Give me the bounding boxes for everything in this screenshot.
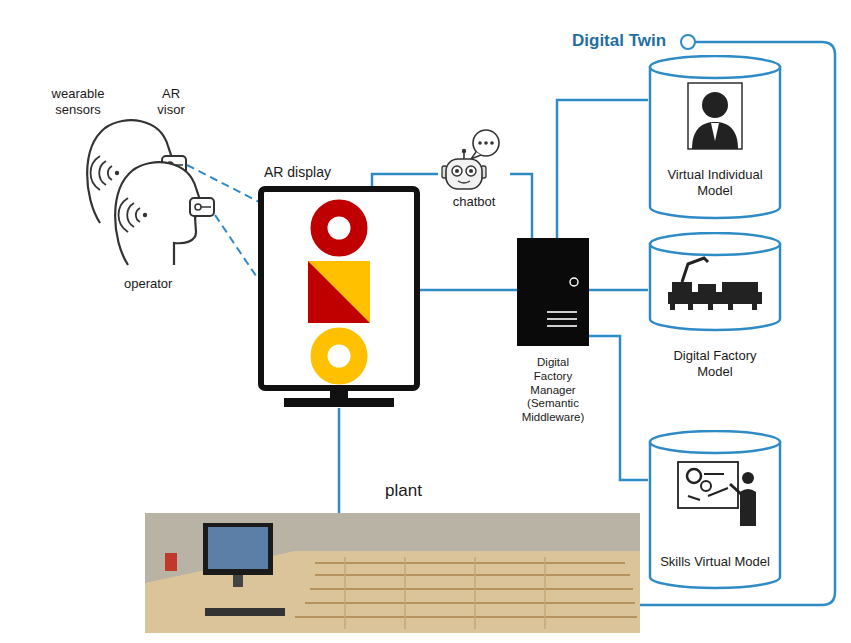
wearable-sensor-waves bbox=[91, 156, 112, 190]
ar-display: AR display bbox=[258, 186, 420, 408]
visor-line bbox=[201, 206, 211, 208]
visor-lens bbox=[195, 204, 201, 210]
teacher-body bbox=[740, 489, 756, 526]
connector-line bbox=[420, 289, 517, 292]
yellow-ring bbox=[319, 336, 359, 376]
connector-line bbox=[589, 336, 648, 480]
photo-wall bbox=[145, 513, 640, 633]
server: Digital Factory Manager (Semantic Middle… bbox=[517, 238, 589, 346]
server-shape bbox=[517, 238, 589, 346]
twin-bracket bbox=[640, 42, 835, 605]
database-cylinder: Skills Virtual Model bbox=[648, 430, 782, 590]
node-label: AR display bbox=[264, 164, 331, 181]
display-neck bbox=[330, 391, 348, 398]
operator-head bbox=[115, 162, 214, 265]
bubble-tail bbox=[471, 152, 481, 159]
database-cylinder-shape bbox=[648, 232, 782, 332]
server-box bbox=[517, 238, 589, 346]
plant-photo: plant bbox=[145, 513, 640, 633]
board bbox=[678, 462, 738, 508]
database-cylinder: Digital Factory Model bbox=[648, 232, 782, 332]
cylinder-top bbox=[650, 431, 780, 453]
node-label: chatbot bbox=[438, 194, 510, 210]
photo-monitor bbox=[203, 523, 273, 575]
robot-head bbox=[446, 159, 482, 189]
twin-marker bbox=[681, 35, 695, 49]
connector-line bbox=[589, 289, 648, 292]
sensor-dot bbox=[115, 171, 119, 175]
red-triangle bbox=[308, 261, 370, 323]
connector-line bbox=[557, 100, 648, 238]
yellow-triangle bbox=[308, 261, 370, 323]
cylinder-body bbox=[650, 66, 780, 218]
person-head bbox=[702, 92, 728, 118]
node-label: Skills Virtual Model bbox=[653, 554, 777, 570]
cylinder-top bbox=[650, 233, 780, 255]
node-label: Digital Factory Manager (Semantic Middle… bbox=[518, 356, 588, 425]
ar-visor bbox=[190, 198, 214, 216]
person-frame bbox=[688, 83, 742, 149]
database-cylinder: Virtual Individual Model bbox=[648, 55, 782, 220]
teacher-head bbox=[742, 472, 754, 484]
connector-line bbox=[338, 408, 341, 513]
red-ring bbox=[319, 208, 359, 248]
part-label: wearable sensors bbox=[46, 86, 110, 117]
wearable-sensor-waves bbox=[119, 198, 140, 232]
cylinder-top bbox=[650, 56, 780, 78]
ar-display-shape bbox=[258, 186, 420, 408]
speech-bubble bbox=[473, 130, 499, 156]
person-body bbox=[692, 122, 738, 149]
node-label: plant bbox=[385, 481, 422, 501]
group-title: Digital Twin bbox=[572, 31, 666, 51]
node-label: Virtual Individual Model bbox=[657, 167, 773, 198]
chatbot-icon: chatbot bbox=[438, 128, 510, 214]
plant-photo-shape bbox=[145, 513, 640, 633]
node-label: Digital Factory Model bbox=[658, 348, 772, 379]
factory-base bbox=[668, 292, 762, 304]
display-stand bbox=[284, 398, 394, 407]
connector-line bbox=[510, 174, 532, 238]
part-label: operator bbox=[124, 276, 172, 292]
part-label: AR visor bbox=[150, 86, 192, 117]
cylinder-body bbox=[650, 441, 780, 588]
connector-line bbox=[372, 174, 438, 186]
display-frame bbox=[261, 189, 417, 388]
sensor-dot bbox=[143, 213, 147, 217]
